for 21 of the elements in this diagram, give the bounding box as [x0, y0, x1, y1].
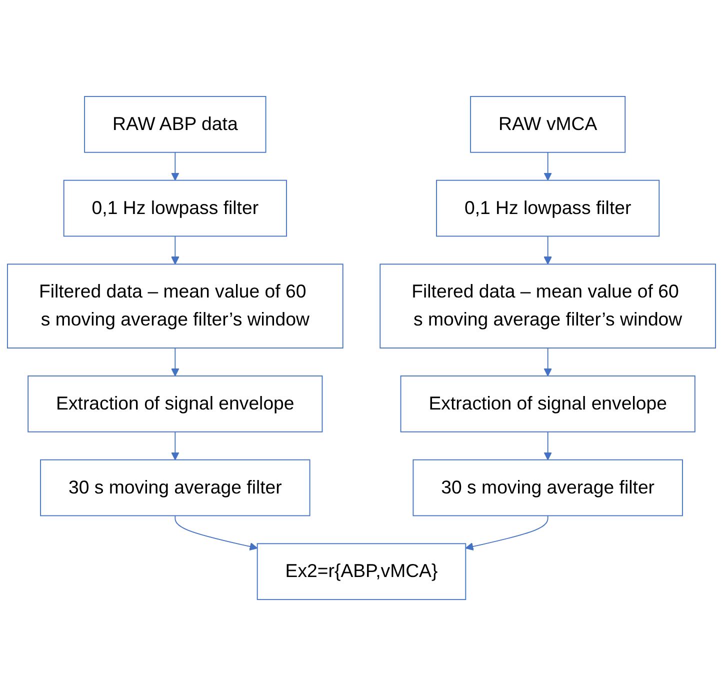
- node-box: Filtered data – mean value of 60 s moving average filter’s window: [7, 264, 344, 348]
- arrow: [171, 236, 180, 265]
- node-box: Extraction of signal envelope: [400, 375, 696, 432]
- arrow: [544, 431, 552, 460]
- arrow: [174, 515, 258, 551]
- node-box: 0,1 Hz lowpass filter: [63, 180, 287, 237]
- arrow: [465, 515, 548, 551]
- node-box: Extraction of signal envelope: [28, 375, 323, 432]
- node-box: 30 s moving average filter: [40, 459, 310, 516]
- node-box: RAW ABP data: [84, 96, 266, 153]
- arrow: [544, 348, 552, 376]
- arrow: [171, 431, 180, 460]
- arrow: [544, 152, 552, 181]
- node-box: 0,1 Hz lowpass filter: [436, 180, 660, 237]
- node-box: Ex2=r{ABP,vMCA}: [256, 543, 466, 600]
- arrow: [171, 348, 180, 376]
- arrow: [171, 152, 180, 181]
- node-box: RAW vMCA: [470, 96, 626, 153]
- node-box: Filtered data – mean value of 60 s moving average filter’s window: [380, 264, 716, 348]
- arrow: [544, 236, 552, 265]
- node-box: 30 s moving average filter: [412, 459, 683, 516]
